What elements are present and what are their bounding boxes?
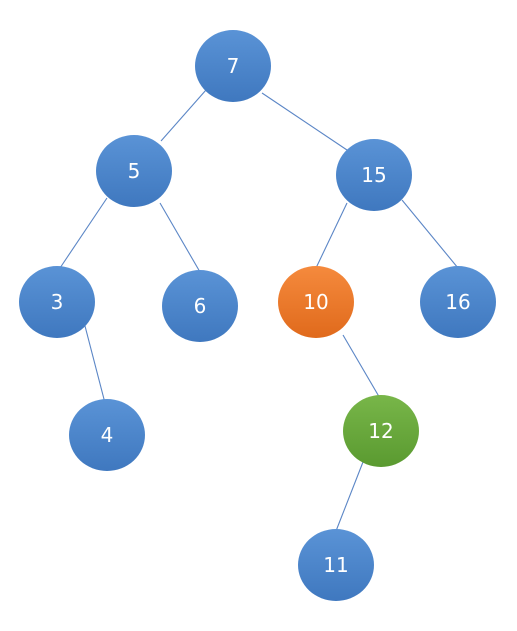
edge-15-10: [315, 202, 348, 269]
node-circle: [278, 266, 354, 338]
tree-node-16: 16: [420, 266, 496, 338]
edge-7-15: [261, 92, 348, 151]
node-circle: [195, 30, 271, 102]
node-circle: [298, 529, 374, 601]
tree-node-12: 12: [343, 395, 419, 467]
node-circle: [96, 135, 172, 207]
node-label: 6: [194, 294, 207, 318]
node-circle: [162, 270, 238, 342]
edge-5-3: [59, 197, 108, 269]
edge-7-5: [160, 89, 207, 142]
tree-node-4: 4: [69, 399, 145, 471]
edge-10-12: [342, 334, 382, 401]
node-label: 15: [361, 163, 386, 187]
node-circle: [336, 139, 412, 211]
tree-node-10: 10: [278, 266, 354, 338]
node-label: 4: [101, 423, 114, 447]
tree-node-15: 15: [336, 139, 412, 211]
edge-5-6: [159, 202, 201, 273]
tree-node-7: 7: [195, 30, 271, 102]
edge-15-16: [401, 199, 459, 269]
node-label: 5: [128, 159, 141, 183]
node-circle: [19, 266, 95, 338]
tree-node-11: 11: [298, 529, 374, 601]
node-label: 7: [227, 54, 240, 78]
node-circle: [343, 395, 419, 467]
edge-12-11: [335, 461, 364, 532]
node-circle: [420, 266, 496, 338]
node-circle: [69, 399, 145, 471]
node-label: 3: [51, 290, 64, 314]
tree-node-5: 5: [96, 135, 172, 207]
node-label: 16: [445, 290, 470, 314]
edge-3-4: [84, 325, 106, 404]
tree-nodes: 7 5 15 3 6 10 16 4: [19, 30, 496, 601]
tree-node-6: 6: [162, 270, 238, 342]
tree-edges: [59, 89, 459, 532]
node-label: 12: [368, 419, 393, 443]
node-label: 11: [323, 553, 348, 577]
node-label: 10: [303, 290, 328, 314]
tree-node-3: 3: [19, 266, 95, 338]
